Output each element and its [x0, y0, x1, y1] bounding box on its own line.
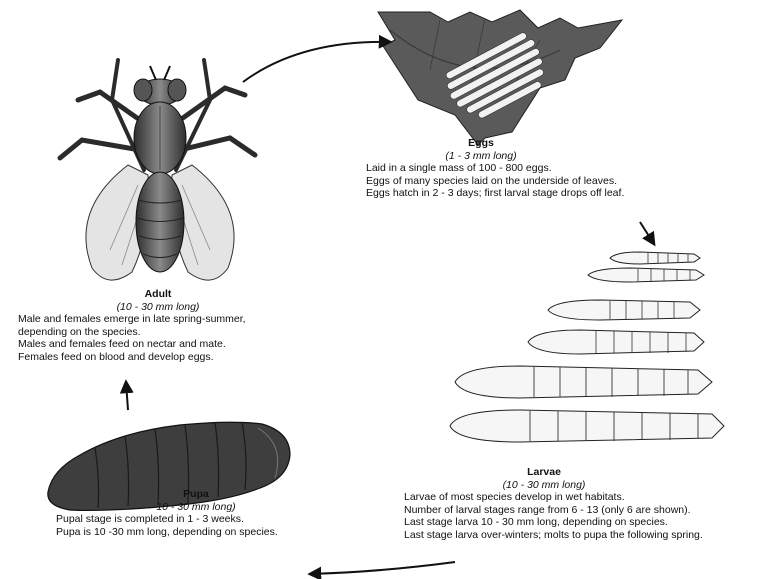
larvae-size: (10 - 30 mm long)	[444, 479, 644, 492]
eggs-leaf-illustration	[378, 10, 622, 145]
adult-line: Male and females emerge in late spring-s…	[18, 313, 318, 326]
larva-5	[455, 366, 712, 398]
eggs-line: Eggs hatch in 2 - 3 days; first larval s…	[366, 187, 666, 200]
arrow-larvae-to-pupa	[310, 562, 455, 574]
eggs-description: Eggs (1 - 3 mm long) Laid in a single ma…	[366, 137, 666, 200]
arrow-adult-to-eggs	[243, 42, 390, 82]
eggs-line: Eggs of many species laid on the undersi…	[366, 175, 666, 188]
eggs-title: Eggs	[396, 137, 566, 150]
larvae-line: Number of larval stages range from 6 - 1…	[404, 504, 754, 517]
eggs-size: (1 - 3 mm long)	[396, 150, 566, 163]
adult-line: Males and females feed on nectar and mat…	[18, 338, 318, 351]
eggs-line: Laid in a single mass of 100 - 800 eggs.	[366, 162, 666, 175]
larva-1	[610, 252, 700, 264]
pupa-size: 10 - 30 mm long)	[96, 501, 296, 514]
larva-2	[588, 268, 704, 282]
pupa-title: Pupa	[96, 488, 296, 501]
larvae-title: Larvae	[444, 466, 644, 479]
adult-line: depending on the species.	[18, 326, 318, 339]
larva-4	[528, 330, 704, 354]
larvae-illustration	[450, 252, 724, 442]
pupa-description: Pupa 10 - 30 mm long) Pupal stage is com…	[56, 488, 356, 538]
larva-3	[548, 300, 700, 320]
arrow-pupa-to-adult	[126, 382, 128, 410]
adult-title: Adult	[58, 288, 258, 301]
larvae-line: Last stage larva 10 - 30 mm long, depend…	[404, 516, 754, 529]
arrow-eggs-to-larvae	[640, 222, 654, 244]
pupa-line: Pupal stage is completed in 1 - 3 weeks.	[56, 513, 356, 526]
adult-description: Adult (10 - 30 mm long) Male and females…	[18, 288, 318, 364]
larvae-line: Larvae of most species develop in wet ha…	[404, 491, 754, 504]
larva-6	[450, 410, 724, 442]
pupa-line: Pupa is 10 -30 mm long, depending on spe…	[56, 526, 356, 539]
larvae-description: Larvae (10 - 30 mm long) Larvae of most …	[404, 466, 754, 542]
larvae-line: Last stage larva over-winters; molts to …	[404, 529, 754, 542]
adult-size: (10 - 30 mm long)	[58, 301, 258, 314]
adult-line: Females feed on blood and develop eggs.	[18, 351, 318, 364]
adult-fly-illustration	[60, 60, 255, 280]
